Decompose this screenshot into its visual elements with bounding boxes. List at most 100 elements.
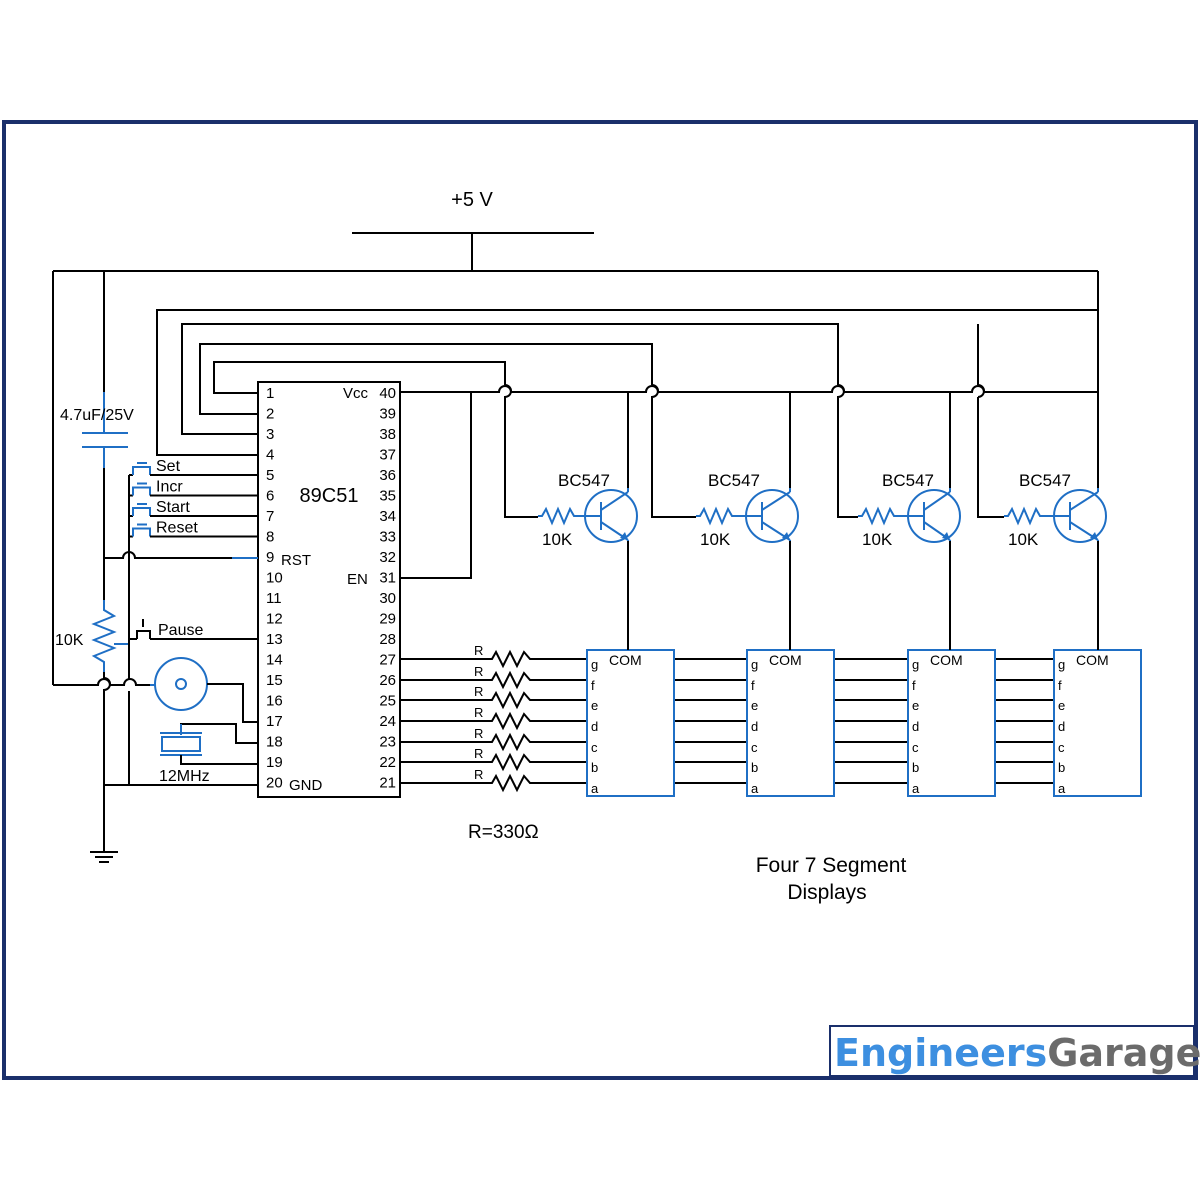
segment-label: g <box>912 657 919 672</box>
segment-label: c <box>1058 740 1065 755</box>
pin-label: 4 <box>266 447 274 464</box>
segment-label: e <box>751 698 758 713</box>
segment-label: b <box>751 760 758 775</box>
pin-label: 14 <box>266 652 283 669</box>
segment-label: e <box>912 698 919 713</box>
segment-label: f <box>912 678 916 693</box>
pin-label: 20 <box>266 775 283 792</box>
transistor-label: BC547 <box>1019 471 1071 490</box>
segment-label: c <box>591 740 598 755</box>
com-label: COM <box>609 652 642 668</box>
com-label: COM <box>769 652 802 668</box>
pin-label: 13 <box>266 631 283 648</box>
segment-label: b <box>912 760 919 775</box>
pin-label: 3 <box>266 426 274 443</box>
pin-label: 1 <box>266 385 274 402</box>
switch-incr: Incr <box>129 479 258 497</box>
com-label: COM <box>930 652 963 668</box>
segment-label: g <box>1058 657 1065 672</box>
pin-label: 38 <box>379 426 396 443</box>
com-label: COM <box>1076 652 1109 668</box>
mcu-name: 89C51 <box>300 485 359 507</box>
pin-label: 21 <box>379 775 396 792</box>
pin-label: 30 <box>379 590 396 607</box>
pin-label: 10 <box>266 570 283 587</box>
segment-label: c <box>912 740 919 755</box>
segment-resistor-label: R <box>474 664 483 679</box>
segment-line: R <box>400 726 1054 752</box>
segment-label: g <box>591 657 598 672</box>
buzzer-and-crystal: 12MHz <box>150 657 258 785</box>
pin-label: 35 <box>379 488 396 505</box>
segment-label: g <box>751 657 758 672</box>
supply-wires <box>52 232 1099 685</box>
segment-line: R <box>400 643 1054 669</box>
segment-label: e <box>591 698 598 713</box>
displays-caption-line1: Four 7 Segment <box>756 854 907 877</box>
crystal-label: 12MHz <box>159 768 210 785</box>
pin-label: 34 <box>379 508 396 525</box>
base-resistor-label: 10K <box>1008 530 1039 549</box>
segment-label: d <box>1058 719 1065 734</box>
segment-label: d <box>591 719 598 734</box>
segment-label: f <box>591 678 595 693</box>
pin-label: 16 <box>266 693 283 710</box>
pin-label: 8 <box>266 529 274 546</box>
pin-label: 9 <box>266 549 274 566</box>
resistor-value-label: R=330Ω <box>468 822 539 843</box>
pin-label: 23 <box>379 734 396 751</box>
switch-label: Reset <box>156 520 198 537</box>
segment-label: b <box>1058 760 1065 775</box>
microcontroller-89c51: 89C51 Vcc RST EN GND 1234567891011121314… <box>257 381 401 798</box>
capacitor-label: 4.7uF/25V <box>60 407 134 424</box>
pin-label: 32 <box>379 549 396 566</box>
mcu-en-label: EN <box>347 571 368 588</box>
segment-label: d <box>912 719 919 734</box>
base-resistor-label: 10K <box>862 530 893 549</box>
segment-label: f <box>751 678 755 693</box>
switch-reset: Reset <box>129 520 258 538</box>
mcu-rst-label: RST <box>281 552 311 569</box>
pin-label: 26 <box>379 672 396 689</box>
segment-line: R <box>400 746 1054 772</box>
transistor-bc547: BC547 10K <box>1004 471 1107 550</box>
pin-label: 12 <box>266 611 283 628</box>
svg-text:EngineersGarage: EngineersGarage <box>834 1031 1200 1075</box>
pin-label: 11 <box>266 590 282 607</box>
segment-label: c <box>751 740 758 755</box>
segment-label: e <box>1058 698 1065 713</box>
segment-label: a <box>751 781 759 796</box>
reset-circuit: 4.7uF/25V 10K <box>53 392 258 863</box>
pin-label: 33 <box>379 529 396 546</box>
base-resistor-label: 10K <box>542 530 573 549</box>
switch-start: Start <box>129 499 258 517</box>
vcc-rail <box>400 385 1099 579</box>
segment-line: R <box>400 705 1054 731</box>
pot-label: 10K <box>55 632 84 649</box>
switch-label: Pause <box>158 622 203 639</box>
displays-caption-line2: Displays <box>787 881 866 904</box>
pin-label: 27 <box>379 652 396 669</box>
segment-label: d <box>751 719 758 734</box>
switch-label: Set <box>156 458 181 475</box>
segment-line: R <box>400 684 1054 710</box>
switch-label: Incr <box>156 479 183 496</box>
segment-resistor-label: R <box>474 705 483 720</box>
mcu-vcc-label: Vcc <box>343 385 369 402</box>
mcu-gnd-label: GND <box>289 777 323 794</box>
segment-label: a <box>912 781 920 796</box>
engineers-garage-logo: EngineersGarage <box>829 1025 1200 1077</box>
pin-label: 19 <box>266 754 283 771</box>
pin-label: 40 <box>379 385 396 402</box>
segment-line: R <box>400 767 1054 793</box>
switch-set: Set <box>129 458 258 476</box>
